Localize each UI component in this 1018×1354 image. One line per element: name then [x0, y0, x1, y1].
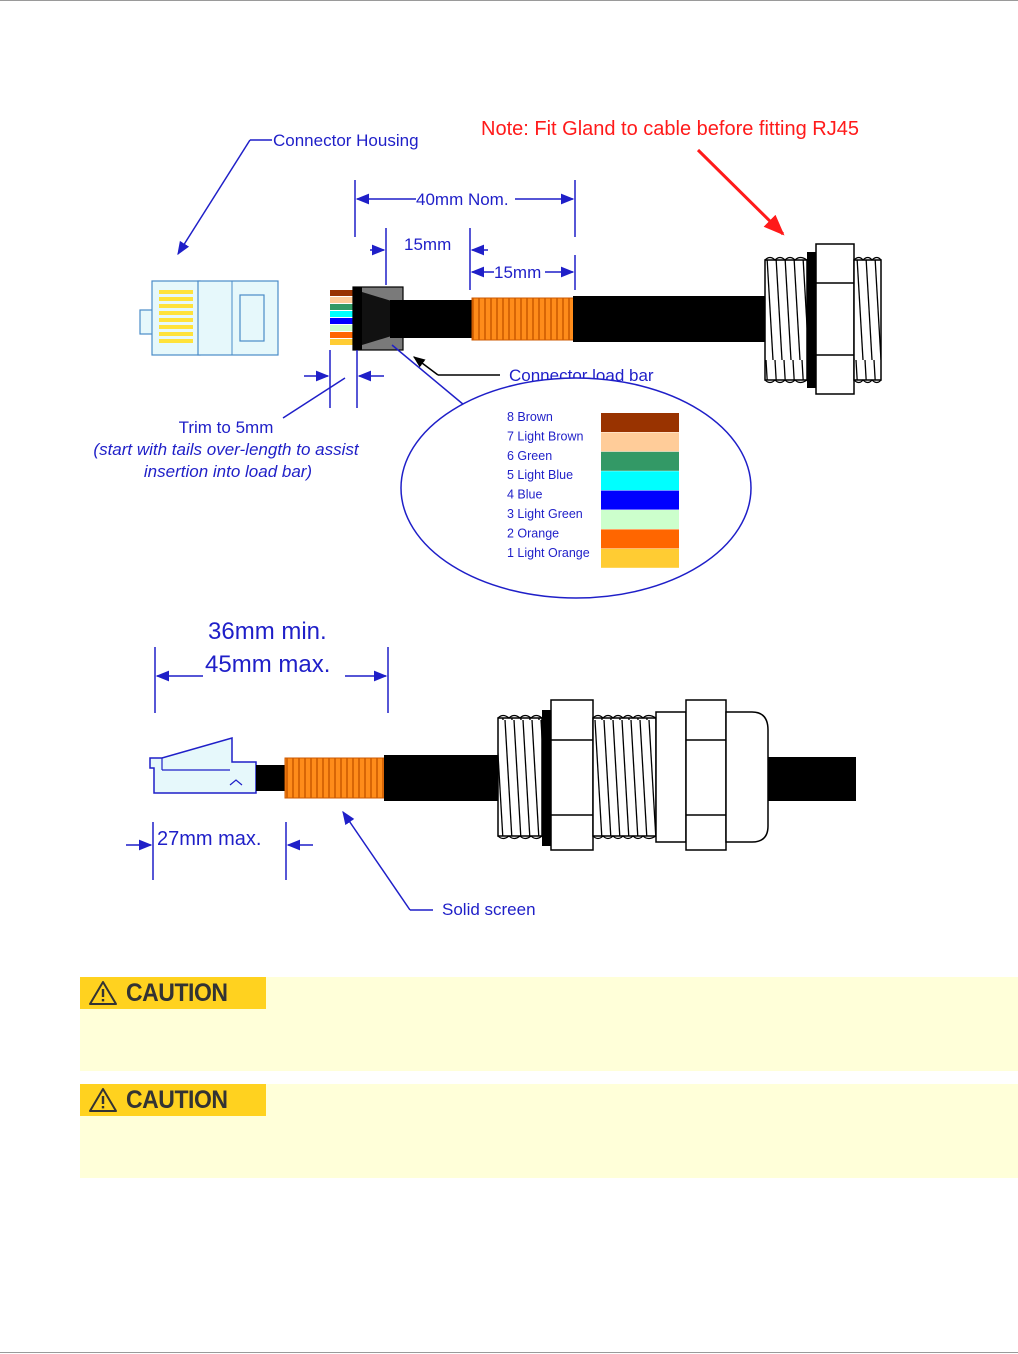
dim-45mm-label: 45mm max.: [205, 651, 330, 678]
rj45-termination-diagram: Connector Housing Note: Fit Gland to cab…: [93, 118, 882, 919]
caution-box-1: CAUTION: [80, 977, 1018, 1071]
cable-gland-bottom: [497, 699, 769, 851]
note-label: Note: Fit Gland to cable before fitting …: [481, 118, 859, 140]
legend-swatch: [601, 413, 679, 432]
legend-label: 8 Brown: [507, 410, 553, 424]
legend-swatch: [601, 471, 679, 491]
legend-swatch: [601, 490, 679, 510]
legend-swatch: [601, 451, 679, 471]
dim-15mm-b-label: 15mm: [494, 263, 541, 282]
legend-label: 1 Light Orange: [507, 546, 590, 560]
connector-housing-label: Connector Housing: [273, 131, 419, 150]
warning-triangle-icon: [89, 1088, 117, 1112]
caution-label: CAUTION: [126, 978, 228, 1007]
caution-label: CAUTION: [126, 1085, 228, 1114]
cable-gland-top: [764, 243, 882, 395]
warning-triangle-icon: [89, 981, 117, 1005]
dim-36mm-label: 36mm min.: [208, 618, 327, 645]
connector-housing: [139, 280, 279, 356]
legend-label: 7 Light Brown: [507, 429, 583, 443]
bottom-rule: [0, 1352, 1018, 1353]
braided-screen-bottom: [284, 757, 386, 799]
trim-label-line3: insertion into load bar): [144, 462, 312, 481]
legend-swatch: [601, 529, 679, 549]
cable-outer-top: [573, 296, 773, 342]
legend-swatch: [601, 548, 679, 568]
legend-label: 2 Orange: [507, 526, 559, 540]
cable-outer-bottom: [384, 755, 499, 801]
legend-label: 5 Light Blue: [507, 468, 573, 482]
caution-box-2: CAUTION: [80, 1084, 1018, 1178]
legend-swatch: [601, 510, 679, 529]
caution-tag: CAUTION: [80, 1084, 266, 1116]
legend-label: 4 Blue: [507, 488, 542, 502]
solid-screen-label: Solid screen: [442, 900, 536, 919]
top-rule: [0, 0, 1018, 1]
wire-legend-ellipse: [400, 377, 752, 599]
wire-color-legend: 8 Brown 7 Light Brown 6 Green 5 Light Blue 4…: [507, 410, 679, 568]
housing-pins: [159, 290, 193, 343]
braided-screen-top: [471, 297, 575, 341]
rj45-plug-side: [149, 737, 257, 794]
dim-15mm-a-label: 15mm: [404, 235, 451, 254]
caution-tag: CAUTION: [80, 977, 266, 1009]
trim-label-line2: (start with tails over-length to assist: [93, 440, 359, 459]
dim-40mm-label: 40mm Nom.: [416, 190, 509, 209]
wire-tails: [330, 290, 358, 345]
cable-exit-bottom: [768, 757, 856, 801]
cable-jacket-bottom: [256, 765, 286, 791]
cable-jacket-top: [390, 300, 474, 338]
dim-27mm-label: 27mm max.: [157, 828, 261, 850]
trim-label-line1: Trim to 5mm: [179, 418, 274, 437]
legend-label: 3 Light Green: [507, 507, 583, 521]
legend-swatch: [601, 432, 679, 452]
legend-label: 6 Green: [507, 449, 552, 463]
